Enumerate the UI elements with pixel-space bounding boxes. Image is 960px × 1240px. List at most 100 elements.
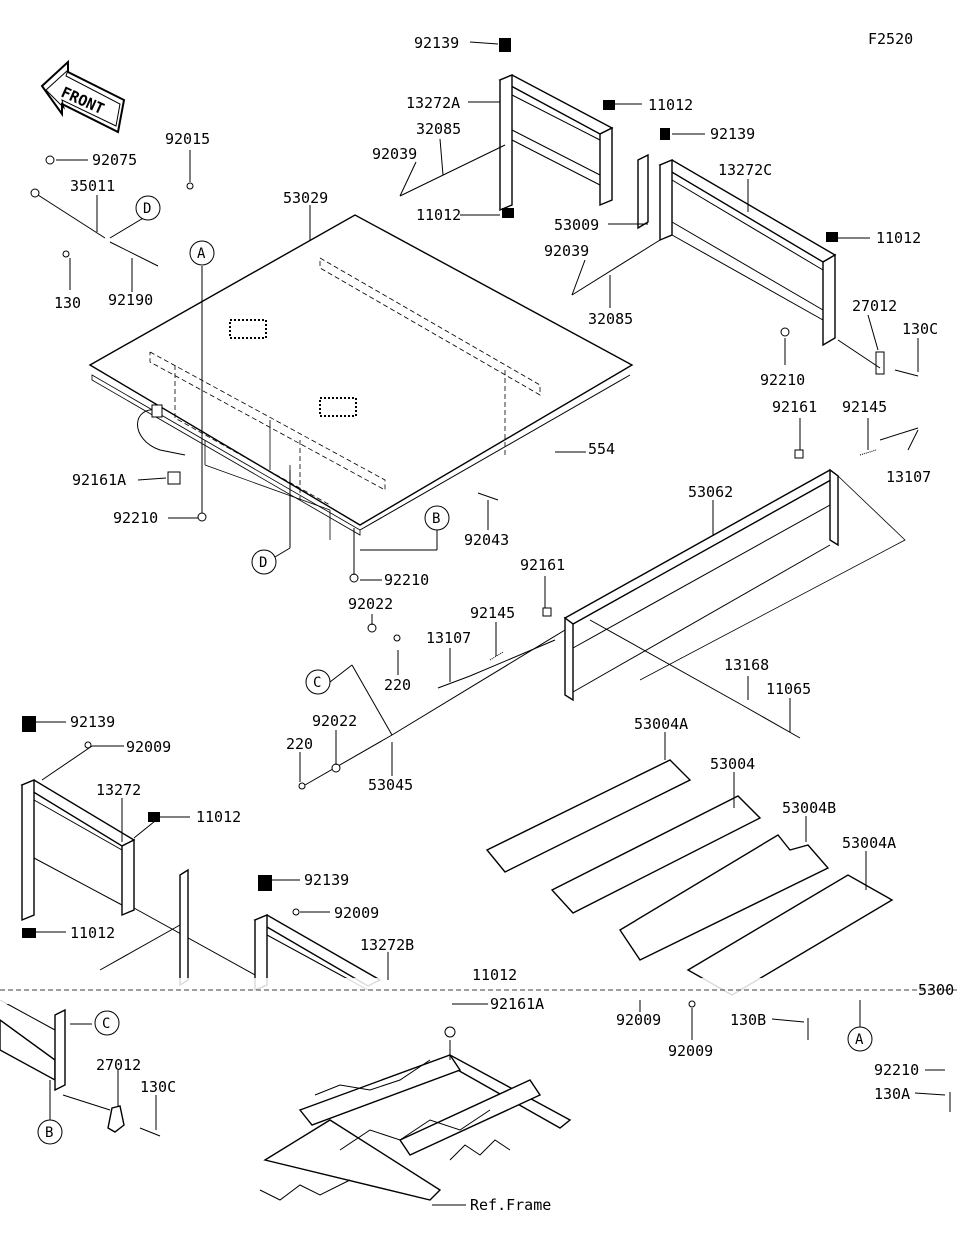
label-92139: 92139 [414, 34, 459, 52]
callout-c-low: C [94, 1010, 120, 1036]
label-130B: 130B [730, 1011, 766, 1029]
label-13272: 13272 [96, 781, 141, 799]
label-92009: 92009 [126, 738, 171, 756]
label-92190: 92190 [108, 291, 153, 309]
label-130: 130 [54, 294, 81, 312]
reference-frame [259, 1026, 572, 1201]
label-92043: 92043 [464, 531, 509, 549]
side-gate-13272C [637, 153, 837, 347]
svg-text:A: A [855, 1032, 864, 1048]
label-11065: 11065 [766, 680, 811, 698]
svg-text:C: C [313, 675, 321, 691]
leader-lines [36, 41, 946, 1206]
label-92210: 92210 [874, 1061, 919, 1079]
svg-text:B: B [45, 1125, 53, 1141]
label-92139: 92139 [304, 871, 349, 889]
fasteners [22, 38, 951, 1112]
label-11012: 11012 [196, 808, 241, 826]
label-220: 220 [384, 676, 411, 694]
svg-text:A: A [197, 246, 206, 262]
front-arrow-icon: FRONT [40, 59, 126, 134]
callout-a-low: A [847, 1026, 873, 1052]
label-11012: 11012 [416, 206, 461, 224]
svg-text:D: D [143, 201, 151, 217]
label-53004A: 53004A [634, 715, 688, 733]
label-13272B: 13272B [360, 936, 414, 954]
svg-text:D: D [259, 555, 267, 571]
label-53009: 53009 [554, 216, 599, 234]
tailgate-53062 [563, 468, 906, 702]
label-92009: 92009 [668, 1042, 713, 1060]
mat-53004B [619, 834, 830, 961]
mat-53004A-1 [485, 759, 692, 873]
pin-13107-upper [859, 427, 919, 456]
label-53045: 53045 [368, 776, 413, 794]
label-92145: 92145 [842, 398, 887, 416]
label-92039: 92039 [544, 242, 589, 260]
label-53004B: 53004B [782, 799, 836, 817]
label-130C: 130C [902, 320, 938, 338]
label-27012: 27012 [852, 297, 897, 315]
label-92139: 92139 [70, 713, 115, 731]
label-92009: 92009 [616, 1011, 661, 1029]
callout-d-top: D [135, 195, 161, 221]
callout-b-low: B [37, 1119, 63, 1145]
front-gate-13272A [498, 73, 614, 212]
grille-block-2 [319, 397, 357, 417]
callout-d-mid: D [251, 549, 277, 575]
label-92039: 92039 [372, 145, 417, 163]
rod-35011 [30, 188, 106, 239]
label-53004A: 53004A [842, 834, 896, 852]
label-5300: 5300 [918, 981, 954, 999]
label-92161: 92161 [772, 398, 817, 416]
label-53029: 53029 [283, 189, 328, 207]
label-92161: 92161 [520, 556, 565, 574]
label-ref-frame: Ref.Frame [470, 1196, 551, 1214]
label-220: 220 [286, 735, 313, 753]
label-92075: 92075 [92, 151, 137, 169]
pin-13107-lower [437, 639, 556, 689]
cable-13168 [589, 619, 801, 739]
label-13107: 13107 [426, 629, 471, 647]
callout-c-mid: C [305, 669, 331, 695]
label-53062: 53062 [688, 483, 733, 501]
grille-block-1 [229, 319, 267, 339]
figure-code: F2520 [868, 30, 913, 48]
label-11012: 11012 [70, 924, 115, 942]
label-32085: 32085 [416, 120, 461, 138]
cable-53045 [304, 629, 566, 786]
label-92210: 92210 [384, 571, 429, 589]
label-92022: 92022 [312, 712, 357, 730]
label-13272C: 13272C [718, 161, 772, 179]
label-92210: 92210 [113, 509, 158, 527]
label-11012: 11012 [472, 966, 517, 984]
label-554: 554 [588, 440, 615, 458]
label-92145: 92145 [470, 604, 515, 622]
callout-a-top: A [189, 240, 215, 266]
separator-band [0, 978, 960, 1004]
label-35011: 35011 [70, 177, 115, 195]
svg-text:B: B [432, 511, 440, 527]
deck-panel [88, 214, 634, 540]
label-92161A: 92161A [490, 995, 544, 1013]
mat-53004 [550, 795, 762, 914]
label-92139: 92139 [710, 125, 755, 143]
label-11012: 11012 [876, 229, 921, 247]
callout-b-mid: B [424, 505, 450, 531]
rod-92190 [109, 241, 159, 267]
part-labels: 92139 13272A 11012 32085 92039 11012 921… [54, 34, 954, 1214]
label-130C: 130C [140, 1078, 176, 1096]
svg-text:C: C [102, 1016, 110, 1032]
label-13168: 13168 [724, 656, 769, 674]
label-92009: 92009 [334, 904, 379, 922]
label-13107: 13107 [886, 468, 931, 486]
label-32085: 32085 [588, 310, 633, 328]
label-92161A: 92161A [72, 471, 126, 489]
label-53004: 53004 [710, 755, 755, 773]
label-92015: 92015 [165, 130, 210, 148]
label-11012: 11012 [648, 96, 693, 114]
floor-mats [485, 759, 894, 996]
label-27012: 27012 [96, 1056, 141, 1074]
label-92022: 92022 [348, 595, 393, 613]
